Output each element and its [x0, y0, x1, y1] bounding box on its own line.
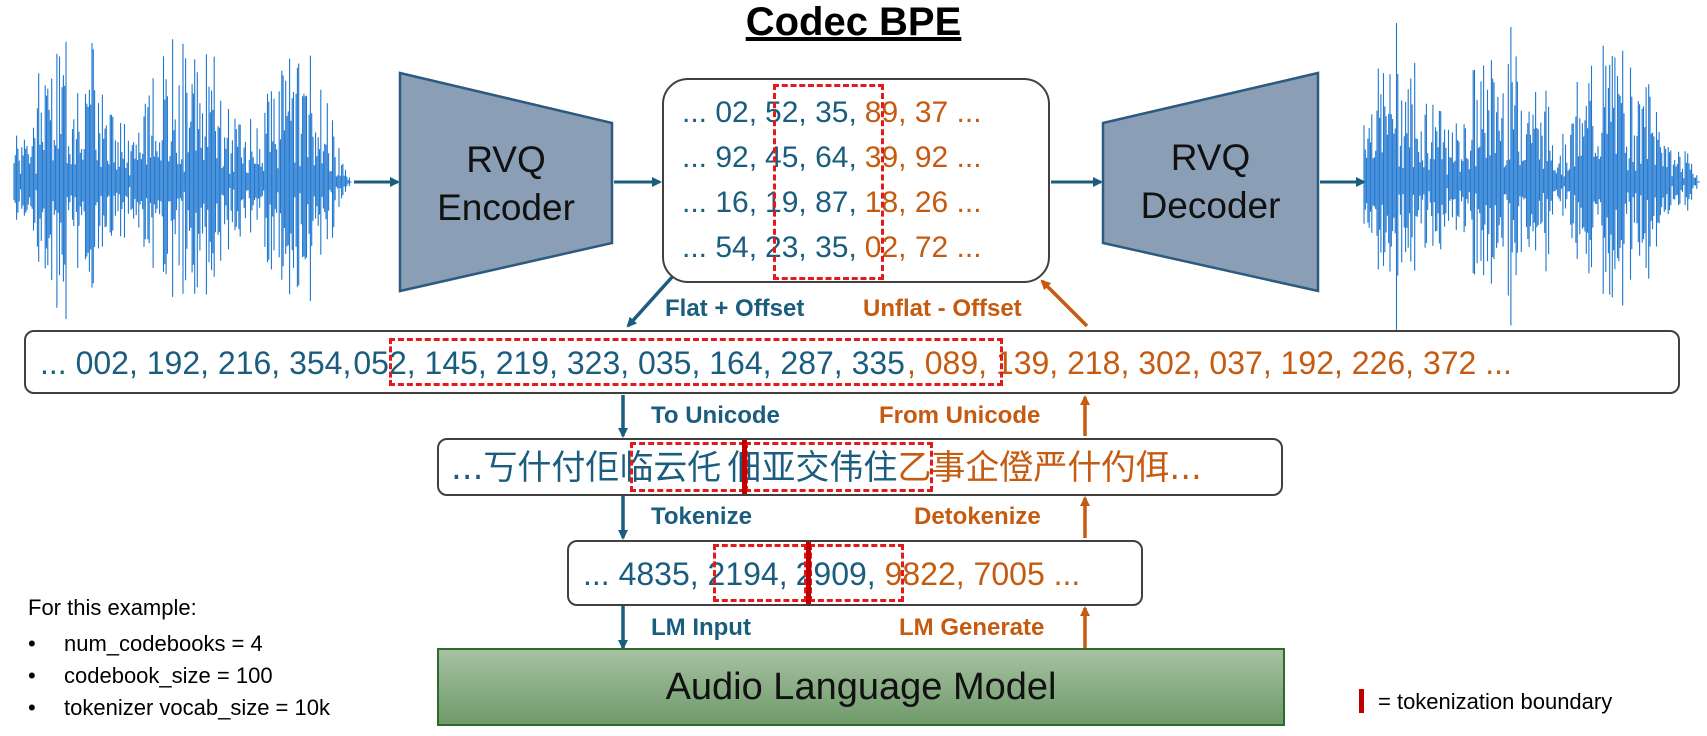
- waveform-trace: [13, 39, 352, 320]
- example-item: •codebook_size = 100: [28, 663, 273, 688]
- code-row-suffix: 02, 72 ...: [864, 231, 982, 264]
- flat-highlight-box: [389, 338, 1003, 386]
- unicode-prefix: ...丂什付佢: [451, 448, 620, 488]
- waveform-trace: [1363, 23, 1700, 335]
- code-row: ... 02,52, 35,89, 37 ...: [682, 90, 982, 135]
- code-row-boxed: 19, 87,: [765, 186, 857, 219]
- code-row-boxed: 23, 35,: [765, 231, 857, 264]
- code-row: ... 54,23, 35,02, 72 ...: [682, 225, 982, 270]
- diagram-title: Codec BPE: [745, 0, 962, 44]
- audio-language-model-label: Audio Language Model: [665, 666, 1057, 708]
- tokens-highlight-box-2: [809, 544, 904, 602]
- example-list: •num_codebooks = 4 •codebook_size = 100 …: [28, 628, 330, 724]
- input-waveform-icon: [13, 39, 352, 320]
- codebook-codes-box: ... 02,52, 35,89, 37 ...... 92,45, 64,39…: [662, 78, 1050, 283]
- tokens-highlight-box-1: [713, 544, 807, 602]
- encoder-label-line1: RVQ: [466, 139, 546, 180]
- tokens-boundary-marker: [806, 542, 811, 604]
- flat-offset-label: Flat + Offset: [665, 295, 805, 322]
- example-item: •tokenizer vocab_size = 10k: [28, 695, 330, 720]
- unicode-suffix: 乙事企僜严什仢佴...: [897, 448, 1202, 488]
- flat-boxed: 052, 145, 219, 323, 035, 164, 287, 335: [353, 345, 905, 381]
- code-row-prefix: ... 54,: [682, 231, 758, 264]
- flat-suffix: , 089, 139, 218, 302, 037, 192, 226, 372…: [906, 345, 1512, 381]
- token-ids-box: ... 4835, 2194,2909, 9822, 7005 ...: [567, 540, 1143, 606]
- codes-highlight-box: [773, 84, 884, 280]
- unicode-box: ...丂什付佢临云仛佃亚交伟住乙事企僜严什仢佴...: [437, 438, 1283, 496]
- unicode-boxed-1: 临云仛: [619, 448, 722, 488]
- unicode-highlight-box-2: [745, 442, 933, 492]
- code-row-suffix: 89, 37 ...: [864, 96, 982, 129]
- unflat-offset-arrow: [1040, 279, 1089, 328]
- rvq-encoder-shape: [398, 71, 614, 293]
- code-row-prefix: ... 02,: [682, 96, 758, 129]
- detokenize-label: Detokenize: [914, 503, 1041, 530]
- decoder-label-line2: Decoder: [1140, 185, 1281, 226]
- to-unicode-label: To Unicode: [651, 402, 780, 429]
- unflat-offset-label: Unflat - Offset: [863, 295, 1022, 322]
- code-row-suffix: 39, 92 ...: [864, 141, 982, 174]
- boundary-legend-marker: [1359, 689, 1364, 713]
- unicode-highlight-box-1: [630, 442, 745, 492]
- output-waveform-icon: [1363, 23, 1700, 335]
- rvq-decoder: RVQ Decoder: [1103, 134, 1318, 230]
- encoder-label-line2: Encoder: [437, 187, 575, 228]
- code-row-boxed: 52, 35,: [765, 96, 857, 129]
- tokens-suffix: 9822, 7005 ...: [884, 556, 1081, 592]
- lm-input-label: LM Input: [651, 614, 751, 641]
- code-row: ... 16,19, 87,18, 26 ...: [682, 180, 982, 225]
- tokens-boxed-1: 2194,: [707, 556, 788, 592]
- code-row-suffix: 18, 26 ...: [864, 186, 982, 219]
- flat-offset-arrow: [626, 274, 675, 328]
- rvq-decoder-shape: [1101, 71, 1320, 293]
- example-item: •num_codebooks = 4: [28, 631, 263, 656]
- boundary-legend-label: = tokenization boundary: [1378, 689, 1613, 714]
- code-row-prefix: ... 16,: [682, 186, 758, 219]
- code-row-prefix: ... 92,: [682, 141, 758, 174]
- tokens-prefix: ... 4835,: [583, 556, 699, 592]
- unicode-boundary-marker: [742, 440, 747, 494]
- rvq-encoder: RVQ Encoder: [400, 136, 612, 232]
- from-unicode-label: From Unicode: [879, 402, 1041, 429]
- decoder-label-line1: RVQ: [1170, 137, 1251, 178]
- unicode-boxed-2: 佃亚交伟住: [727, 448, 898, 488]
- code-row-boxed: 45, 64,: [765, 141, 857, 174]
- lm-generate-label: LM Generate: [899, 614, 1045, 641]
- flat-prefix: ... 002, 192, 216, 354,: [40, 345, 352, 381]
- example-heading: For this example:: [28, 595, 197, 620]
- code-row: ... 92,45, 64,39, 92 ...: [682, 135, 982, 180]
- tokenize-label: Tokenize: [651, 503, 752, 530]
- audio-language-model-box: Audio Language Model: [437, 648, 1285, 726]
